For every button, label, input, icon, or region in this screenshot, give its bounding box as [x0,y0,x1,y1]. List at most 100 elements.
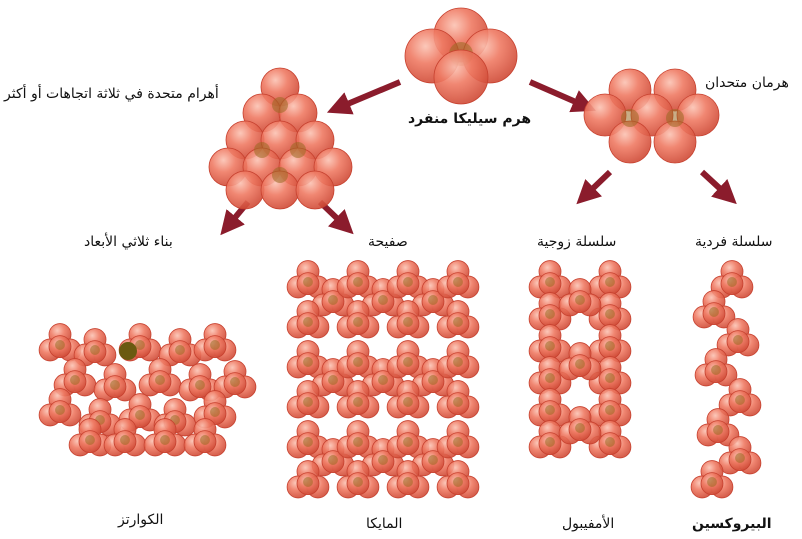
silicon-center [545,437,555,447]
silicon-center [254,142,270,158]
silicon-center [733,335,743,345]
silicon-center [621,109,639,127]
silicon-center [735,395,745,405]
silicon-center [545,405,555,415]
silicon-center [453,317,463,327]
silicon-center [575,359,585,369]
silicon-center [711,365,721,375]
silicon-center [545,309,555,319]
silicon-center [605,373,615,383]
silicon-center [575,423,585,433]
silicon-center [378,295,388,305]
label-double-tetrahedron: هرمان متحدان [705,75,789,91]
silicon-center [200,435,210,445]
silicon-center [353,277,363,287]
silicon-center [175,345,185,355]
silicon-center [403,317,413,327]
silicon-center [90,345,100,355]
silicon-center [120,435,130,445]
oxygen-sphere [434,50,488,104]
oxygen-sphere [296,171,334,209]
silicon-center [353,317,363,327]
silicon-center [403,477,413,487]
silicon-center [272,97,288,113]
silicon-center [210,340,220,350]
silicon-center [378,455,388,465]
silicon-center [160,435,170,445]
amphibole-structure [529,261,631,458]
silicon-center [303,357,313,367]
silicon-center [110,380,120,390]
silicon-center [545,373,555,383]
silicon-center [428,455,438,465]
silicon-center [605,277,615,287]
label-single-chain: سلسلة فردية [695,234,773,250]
silicon-center [453,477,463,487]
oxygen-sphere [654,121,696,163]
silicon-center [328,455,338,465]
silicon-center [453,357,463,367]
silicon-center [378,375,388,385]
silicon-center [605,341,615,351]
arrow-to-double [530,82,585,106]
arrow-to-single-chain [702,172,728,196]
silicon-center [403,397,413,407]
label-amphibole: الأمفيبول [562,516,614,532]
silicon-center [605,405,615,415]
silicon-center [353,477,363,487]
pyroxene-structure [691,261,761,498]
silicon-center [666,109,684,127]
quartz-structure [39,324,256,456]
silicon-center [272,167,288,183]
silicon-center [328,295,338,305]
silicon-center [713,425,723,435]
oxygen-sphere [609,121,651,163]
silicon-center [55,340,65,350]
label-sheet: صفيحة [368,234,408,250]
double-tetrahedron [584,69,719,163]
silicon-center [85,435,95,445]
silicon-center [605,309,615,319]
silicon-center [303,397,313,407]
silicon-center [135,410,145,420]
silicon-center [403,437,413,447]
silicon-center [575,295,585,305]
silicon-center [195,380,205,390]
silicon-center [707,477,717,487]
label-double-chain: سلسلة زوجية [537,234,616,250]
silicon-center [453,397,463,407]
label-pyroxene: البيروكسين [692,516,772,532]
silicon-center [303,277,313,287]
silicon-center [155,375,165,385]
silicon-center [403,277,413,287]
silicon-center [55,405,65,415]
oxygen-sphere [226,171,264,209]
silicon-center [428,375,438,385]
label-single-tetrahedron: هرم سيليكا منفرد [408,111,531,127]
label-framework: بناء ثلاثي الأبعاد [84,234,173,250]
united-pyramids-3d [209,68,352,209]
silicon-center [210,407,220,417]
silicon-center [735,453,745,463]
silicon-center [605,437,615,447]
silicon-center [353,357,363,367]
label-quartz: الكوارتز [118,512,163,528]
silicon-center [545,277,555,287]
silicon-center [303,477,313,487]
silicon-center [545,341,555,351]
silicon-center [453,437,463,447]
highlighted-atom [119,342,137,360]
silicon-center [428,295,438,305]
silicon-center [353,397,363,407]
silicon-center [453,277,463,287]
silicon-center [303,317,313,327]
silicon-center [70,375,80,385]
single-tetrahedron [405,8,517,104]
silicon-center [709,307,719,317]
silicon-center [230,377,240,387]
arrow-to-double-chain [585,172,610,196]
label-united-3d: أهرام متحدة في ثلاثة اتجاهات أو أكثر [4,86,219,102]
silicon-center [303,437,313,447]
mica-structure [287,261,479,498]
arrow-to-multi3d [338,82,400,108]
